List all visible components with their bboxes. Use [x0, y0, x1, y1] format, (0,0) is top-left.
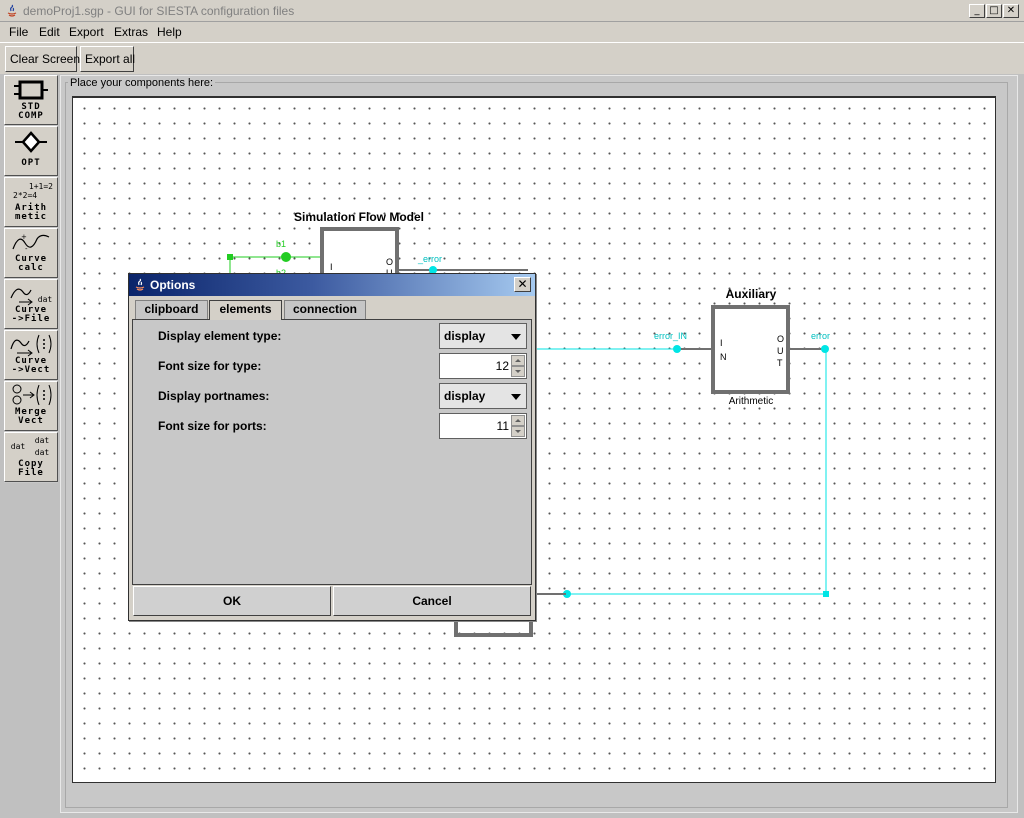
display-element-type-label: Display element type: [158, 329, 282, 343]
menu-bar: File Edit Export Extras Help [0, 22, 1024, 42]
palette-label: Copy [18, 459, 44, 469]
merge-vector-icon [12, 384, 52, 406]
dialog-close-button[interactable]: ✕ [514, 277, 531, 292]
title-bar: demoProj1.sgp - GUI for SIESTA configura… [0, 0, 1024, 22]
palette-curve-file-button[interactable]: dat Curve ->File [4, 279, 58, 329]
curve-calc-icon: + - [12, 233, 50, 253]
palette-label: Curve [14, 356, 48, 366]
ok-button[interactable]: OK [133, 586, 331, 616]
arithmetic-icon: 1+1=2 [28, 182, 53, 191]
display-portnames-label: Display portnames: [158, 389, 270, 403]
display-element-type-dropdown[interactable]: display [439, 323, 527, 349]
tab-connection[interactable]: connection [284, 300, 366, 319]
dropdown-value: display [444, 389, 486, 403]
palette-copy-file-button[interactable]: dat dat dat Copy File [4, 432, 58, 482]
palette-label: calc [18, 263, 44, 273]
palette-merge-vect-button[interactable]: Merge Vect [4, 381, 58, 431]
spinner-down-arrow-icon[interactable] [511, 426, 525, 437]
dialog-title: Options [150, 278, 196, 292]
close-window-button[interactable]: ✕ [1003, 4, 1019, 18]
spinner-up-arrow-icon[interactable] [511, 355, 525, 366]
svg-text:-: - [25, 245, 28, 253]
clear-screen-button[interactable]: Clear Screen [5, 46, 80, 72]
toolbar: Clear Screen Export all [0, 42, 1024, 74]
standard-component-icon [14, 80, 48, 100]
palette-label: Arith [14, 203, 48, 213]
spinner-up-arrow-icon[interactable] [511, 415, 525, 426]
svg-text:+: + [21, 233, 27, 241]
palette-opt-button[interactable]: OPT [4, 126, 58, 176]
components-group-frame [65, 82, 1008, 808]
cancel-button[interactable]: Cancel [333, 586, 531, 616]
menu-file[interactable]: File [9, 25, 29, 39]
copy-file-icon-source: dat [10, 442, 26, 451]
spinner-value: 11 [496, 419, 509, 433]
palette-label: Curve [14, 305, 48, 315]
font-size-type-spinner[interactable]: 12 [439, 353, 527, 379]
display-portnames-dropdown[interactable]: display [439, 383, 527, 409]
maximize-button[interactable]: □ [986, 4, 1002, 18]
options-dialog: Options ✕ clipboard elements connection … [128, 273, 536, 621]
curve-to-vector-icon [10, 334, 52, 357]
component-palette: STD COMP OPT 1+1=2 2*2=4 Arith metic + -… [4, 75, 58, 483]
font-size-type-label: Font size for type: [158, 359, 262, 373]
spinner-value: 12 [495, 359, 509, 373]
palette-label: Vect [18, 416, 44, 426]
copy-file-icon: dat [34, 436, 50, 445]
curve-to-file-icon [10, 288, 33, 306]
tab-clipboard[interactable]: clipboard [135, 300, 208, 319]
components-group-title: Place your components here: [68, 77, 216, 89]
dialog-title-bar[interactable]: Options ✕ [129, 274, 535, 296]
palette-label: STD [21, 102, 41, 112]
file-glyph: dat [37, 295, 53, 304]
font-size-ports-label: Font size for ports: [158, 419, 267, 433]
palette-curve-vect-button[interactable]: Curve ->Vect [4, 330, 58, 380]
palette-label: ->File [11, 314, 51, 324]
window-title: demoProj1.sgp - GUI for SIESTA configura… [23, 4, 295, 18]
palette-label: File [18, 468, 44, 478]
java-app-icon [135, 278, 145, 291]
palette-label: Curve [14, 254, 48, 264]
font-size-ports-spinner[interactable]: 11 [439, 413, 527, 439]
palette-label: COMP [18, 111, 44, 121]
palette-label: ->Vect [11, 365, 51, 375]
tab-elements[interactable]: elements [209, 300, 282, 320]
arithmetic-icon-line2: 2*2=4 [13, 191, 38, 200]
elements-tab-panel: Display element type: display Font size … [132, 319, 532, 585]
palette-arithmetic-button[interactable]: 1+1=2 2*2=4 Arith metic [4, 177, 58, 227]
minimize-button[interactable]: _ [969, 4, 985, 18]
option-diamond-icon [15, 131, 47, 153]
menu-help[interactable]: Help [157, 25, 182, 39]
copy-file-icon-target: dat [34, 448, 50, 457]
palette-label: OPT [21, 158, 41, 168]
chevron-down-icon [511, 394, 521, 400]
dropdown-value: display [444, 329, 486, 343]
chevron-down-icon [511, 334, 521, 340]
palette-std-comp-button[interactable]: STD COMP [4, 75, 58, 125]
menu-edit[interactable]: Edit [39, 25, 60, 39]
spinner-down-arrow-icon[interactable] [511, 366, 525, 377]
palette-label: Merge [14, 407, 48, 417]
java-app-icon [7, 4, 17, 17]
export-all-button[interactable]: Export all [80, 46, 135, 72]
palette-label: metic [14, 212, 48, 222]
palette-curve-calc-button[interactable]: + - Curve calc [4, 228, 58, 278]
menu-export[interactable]: Export [69, 25, 104, 39]
menu-extras[interactable]: Extras [114, 25, 149, 39]
